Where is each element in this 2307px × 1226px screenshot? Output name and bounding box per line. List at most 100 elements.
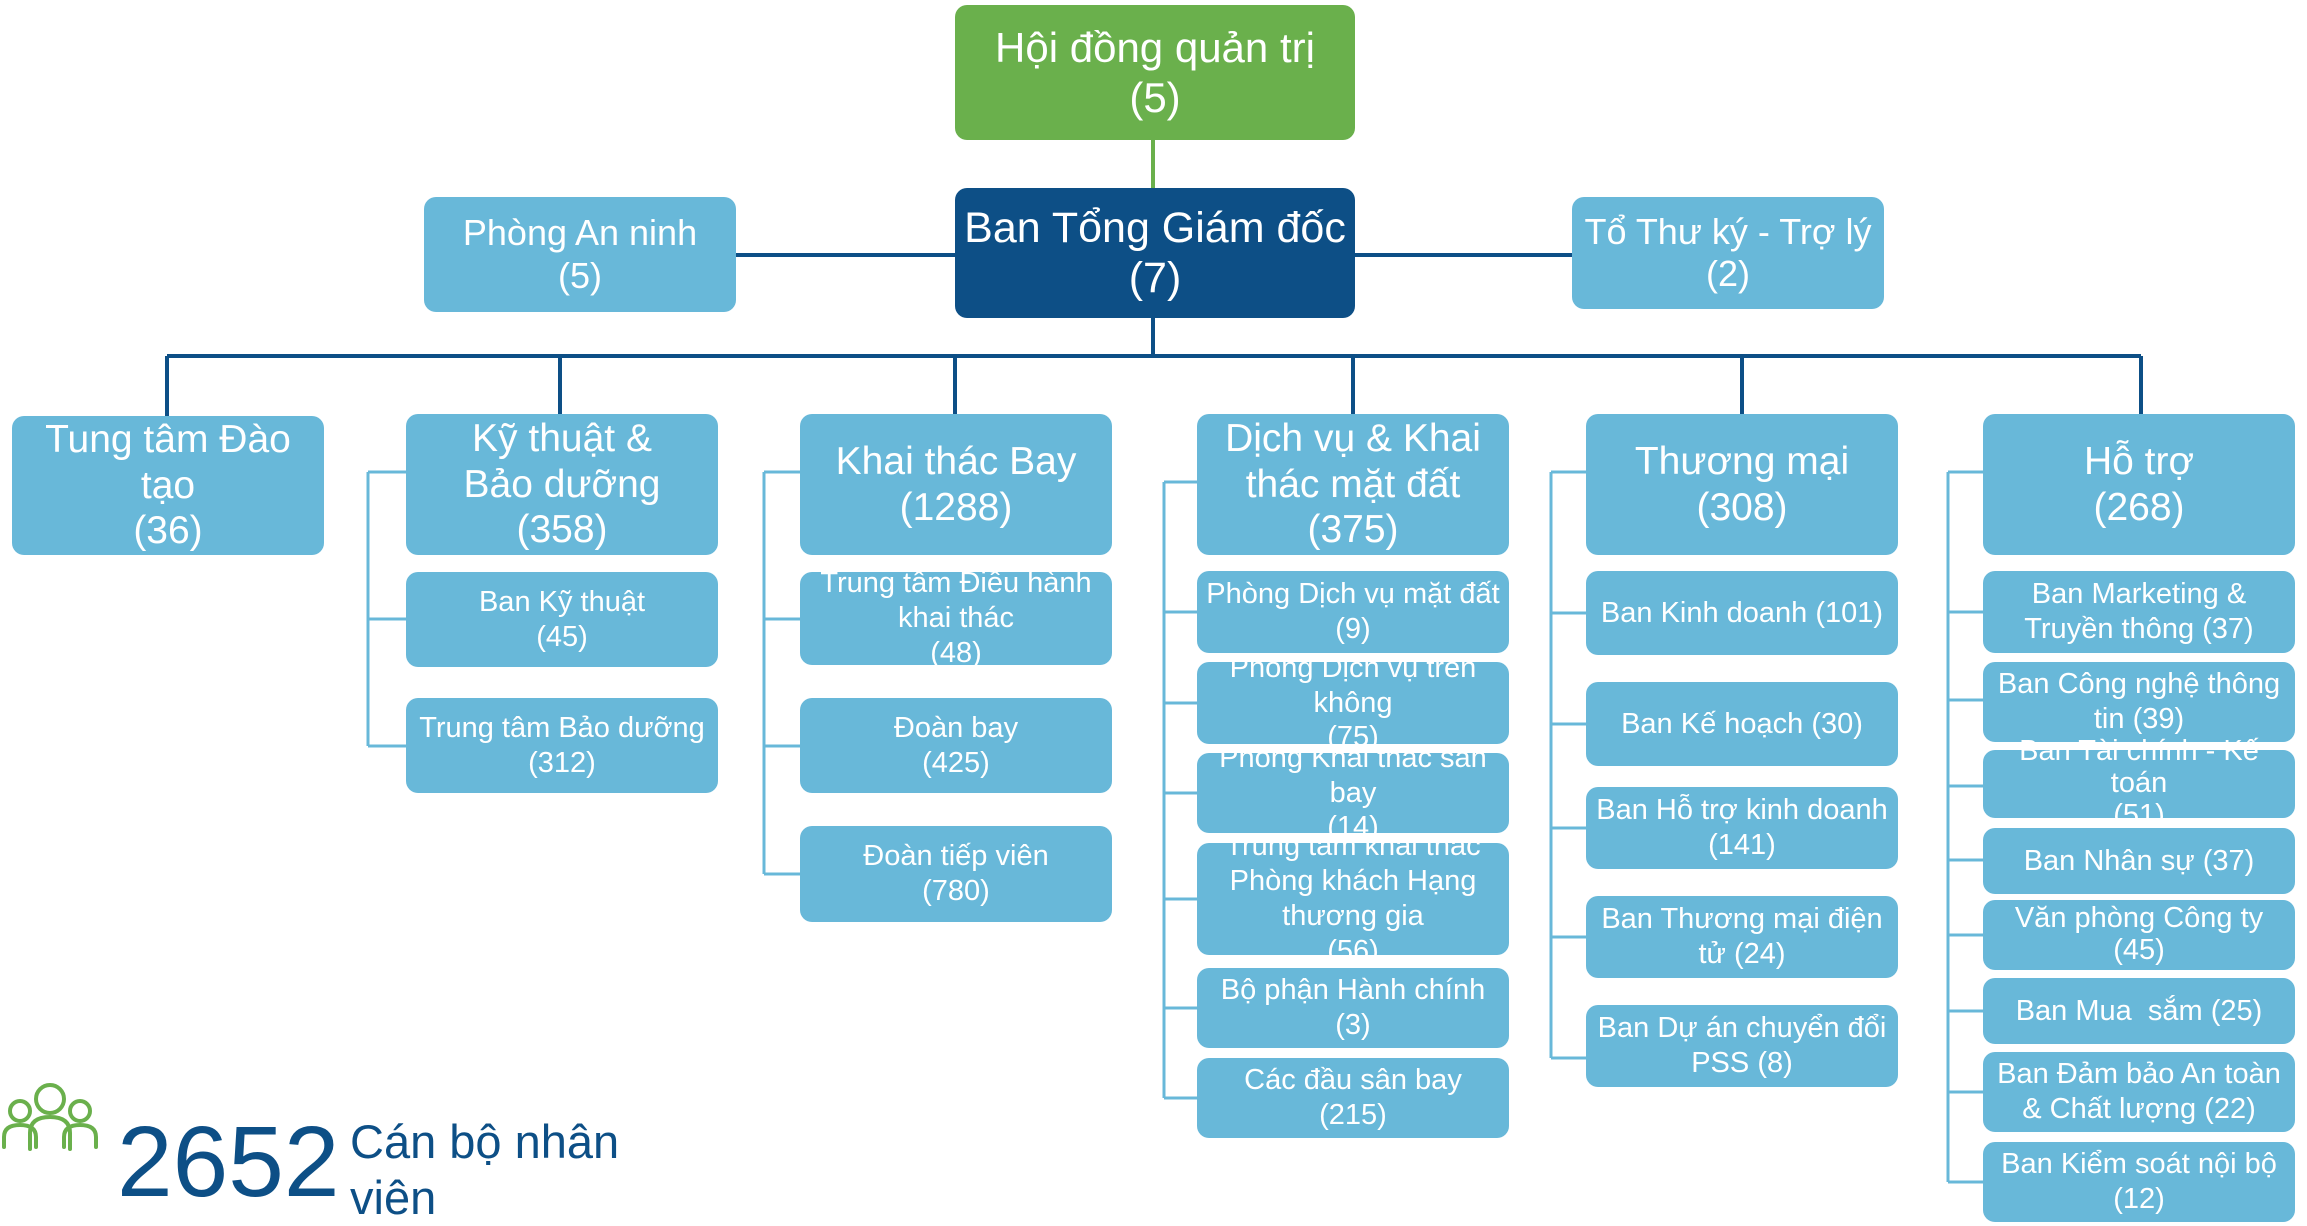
unit-box: Ban Tài chính - Kế toán (51) — [1983, 735, 2295, 831]
unit-box: Đoàn tiếp viên (780) — [800, 826, 1112, 922]
unit-count: (37) — [2202, 613, 2254, 645]
unit-name: Ban Kỹ thuật — [478, 585, 646, 618]
unit-name-count: Ban Đảm bảo An toàn & Chất lượng (22) — [1989, 1057, 2289, 1127]
unit-name: Ban Công nghệ thông tin — [1997, 668, 2281, 735]
unit-box: Ban Thương mại điện tử (24) — [1586, 896, 1898, 978]
unit-count: (37) — [2202, 844, 2255, 877]
unit-box: Ban Kinh doanh (101) — [1586, 571, 1898, 655]
unit-name: Ban Mua sắm — [2015, 994, 2203, 1027]
total-staff-number: 2652 — [117, 1106, 340, 1218]
ceo-count: (7) — [1128, 254, 1182, 302]
security-office-box: Phòng An ninh (5) — [424, 197, 736, 312]
unit-name: Ban Tài chính - Kế toán — [2019, 735, 2259, 800]
unit-name-count: Ban Mua sắm (25) — [2016, 994, 2263, 1029]
unit-count: (9) — [1335, 613, 1371, 645]
unit-count: (45) — [536, 620, 588, 653]
unit-name-count: Ban Marketing & Truyền thông (37) — [2004, 577, 2274, 647]
unit-name-count: Ban Nhân sự (37) — [2024, 844, 2255, 879]
security-count: (5) — [558, 254, 602, 296]
unit-name: Ban Kế hoạch — [1621, 707, 1804, 740]
unit-box: Các đầu sân bay (215) — [1197, 1058, 1509, 1138]
unit-name: Phòng Khai thác sân bay — [1219, 741, 1487, 809]
unit-name-count: Ban Kế hoạch (30) — [1621, 707, 1863, 742]
division-name: Kỹ thuật & Bảo dưỡng — [463, 417, 661, 506]
unit-name: Trung tâm khai thác Phòng khách Hạng thư… — [1225, 830, 1481, 932]
unit-box: Trung tâm khai thác Phòng khách Hạng thư… — [1197, 830, 1509, 967]
division-commercial: Thương mại (308) — [1586, 414, 1898, 555]
secretary-name: Tổ Thư ký - Trợ lý — [1584, 210, 1872, 252]
unit-name: Đoàn tiếp viên — [863, 840, 1049, 873]
unit-name: Phòng Dịch vụ mặt đất — [1206, 578, 1500, 611]
unit-name: Bộ phận Hành chính — [1220, 974, 1486, 1007]
total-staff-label: Cán bộ nhân viên — [350, 1115, 620, 1224]
unit-name: Văn phòng Công ty — [2014, 902, 2264, 935]
unit-name: Ban Đảm bảo An toàn & Chất lượng — [1997, 1058, 2281, 1125]
unit-name: Ban Kinh doanh — [1600, 596, 1808, 629]
unit-count: (75) — [1327, 721, 1379, 754]
unit-name: Trung tâm Bảo dưỡng — [419, 711, 705, 744]
unit-count: (24) — [1733, 938, 1786, 970]
division-flight-operations: Khai thác Bay (1288) — [800, 414, 1112, 555]
unit-count: (141) — [1708, 829, 1776, 861]
unit-box: Văn phòng Công ty (45) — [1983, 900, 2295, 970]
unit-count: (56) — [1327, 934, 1379, 967]
unit-name: Trung tâm Điều hành khai thác — [820, 567, 1092, 635]
unit-count: (12) — [2113, 1183, 2165, 1215]
unit-name-count: Ban Thương mại điện tử (24) — [1597, 902, 1887, 972]
unit-box: Phòng Dịch vụ trên không (75) — [1197, 652, 1509, 753]
division-ground-services: Dịch vụ & Khai thác mặt đất (375) — [1197, 414, 1509, 555]
board-count: (5) — [1129, 73, 1181, 121]
unit-box: Bộ phận Hành chính (3) — [1197, 968, 1509, 1048]
unit-box: Đoàn bay (425) — [800, 698, 1112, 793]
unit-box: Phòng Dịch vụ mặt đất (9) — [1197, 571, 1509, 653]
division-count: (358) — [516, 508, 608, 552]
unit-name: Ban Nhân sự — [2023, 844, 2195, 877]
unit-name: Đoàn bay — [893, 711, 1019, 744]
secretary-count: (2) — [1706, 253, 1750, 294]
unit-box: Trung tâm Điều hành khai thác (48) — [800, 567, 1112, 669]
unit-count: (25) — [2210, 994, 2263, 1027]
unit-count: (215) — [1319, 1099, 1387, 1131]
unit-box: Ban Kiểm soát nội bộ (12) — [1983, 1142, 2295, 1222]
secretary-team-box: Tổ Thư ký - Trợ lý (2) — [1572, 197, 1884, 309]
division-name: Tung tâm Đào tạo — [45, 418, 291, 507]
unit-box: Ban Nhân sự (37) — [1983, 828, 2295, 894]
ceo-name: Ban Tổng Giám đốc — [964, 203, 1346, 252]
unit-count: (48) — [930, 636, 982, 669]
unit-count: (14) — [1327, 811, 1379, 844]
unit-box: Ban Marketing & Truyền thông (37) — [1983, 571, 2295, 653]
ceo-board-box: Ban Tổng Giám đốc (7) — [955, 188, 1355, 318]
unit-name: Phòng Dịch vụ trên không — [1229, 651, 1477, 719]
unit-name: Ban Thương mại điện tử — [1601, 903, 1883, 970]
division-count: (375) — [1307, 508, 1399, 552]
board-name: Hội đồng quản trị — [995, 24, 1315, 72]
unit-box: Ban Kỹ thuật (45) — [406, 572, 718, 667]
unit-count: (425) — [922, 746, 990, 779]
division-support: Hỗ trợ (268) — [1983, 414, 2295, 555]
unit-box: Ban Hỗ trợ kinh doanh (141) — [1586, 787, 1898, 869]
unit-box: Ban Dự án chuyển đổi PSS (8) — [1586, 1005, 1898, 1087]
division-count: (36) — [133, 509, 203, 553]
unit-name: Ban Kiểm soát nội bộ — [2001, 1148, 2277, 1181]
division-name: Hỗ trợ — [2083, 439, 2195, 483]
unit-count: (3) — [1335, 1009, 1371, 1041]
staff-group-icon — [2, 1083, 98, 1151]
unit-name-count: Ban Công nghệ thông tin (39) — [1989, 667, 2289, 737]
unit-name-count: Ban Kinh doanh (101) — [1601, 596, 1883, 631]
unit-box: Trung tâm Bảo dưỡng (312) — [406, 698, 718, 793]
division-name: Thương mại — [1634, 439, 1850, 483]
unit-name: Các đầu sân bay — [1244, 1064, 1462, 1097]
unit-count: (45) — [2113, 934, 2165, 966]
unit-count: (8) — [1757, 1047, 1793, 1079]
unit-count: (30) — [1811, 707, 1863, 740]
board-of-directors-box: Hội đồng quản trị (5) — [955, 5, 1355, 140]
unit-box: Ban Mua sắm (25) — [1983, 978, 2295, 1044]
unit-count: (101) — [1815, 596, 1884, 629]
unit-box: Ban Công nghệ thông tin (39) — [1983, 662, 2295, 742]
division-training-center: Tung tâm Đào tạo (36) — [12, 416, 324, 555]
unit-name: Ban Marketing & Truyền thông — [2024, 578, 2247, 645]
division-engineering-maintenance: Kỹ thuật & Bảo dưỡng (358) — [406, 414, 718, 555]
unit-name: Ban Hỗ trợ kinh doanh — [1596, 794, 1888, 827]
unit-count: (780) — [922, 875, 990, 907]
